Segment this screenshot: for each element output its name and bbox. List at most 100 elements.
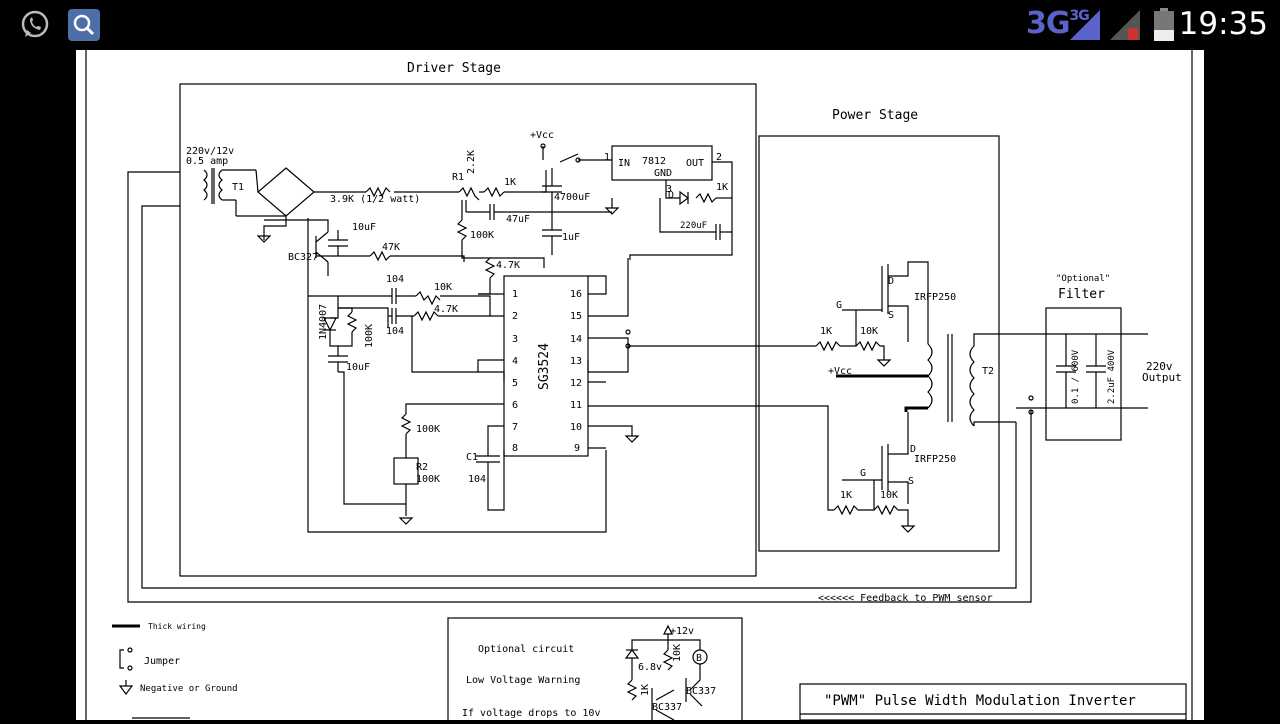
r-1k-a-label: 1K — [820, 326, 832, 337]
opt-buzzer-label: B — [696, 653, 702, 664]
legend-jumper-label: Jumper — [144, 656, 180, 667]
wire-ic9-loop — [307, 218, 607, 533]
resistor-10k-in — [415, 290, 441, 306]
t1-rating-2: 0.5 amp — [186, 156, 228, 167]
ic-pin-6: 6 — [512, 400, 518, 411]
legend-ground-icon — [118, 685, 134, 695]
ground-symbol — [604, 207, 620, 215]
opt-supply-label: +12v — [670, 626, 694, 637]
r-47k-label: 47K — [382, 242, 400, 253]
opt-line3: If voltage drops to 10v — [462, 708, 600, 719]
power-vcc-label: +Vcc — [828, 366, 852, 377]
ground-symbol — [900, 525, 916, 533]
legend-ground-label: Negative or Ground — [140, 684, 238, 694]
network-type: 3G3G — [1026, 6, 1090, 41]
resistor-r1 — [458, 186, 480, 201]
bridge-rectifier — [222, 167, 366, 240]
filter-optional-label: "Optional" — [1056, 274, 1110, 284]
opt-title: Optional circuit — [478, 644, 574, 655]
status-bar: 3G3G 19:35 — [0, 0, 1280, 50]
ic-pin-3: 3 — [512, 334, 518, 345]
t1-label: T1 — [232, 182, 244, 193]
opt-line2: Low Voltage Warning — [466, 675, 580, 686]
power-stage-label: Power Stage — [832, 108, 918, 123]
legend-jumper-icon — [119, 649, 124, 669]
resistor-100k-top — [456, 219, 468, 241]
diode-1n4007-label: 1N4007 — [318, 304, 329, 340]
r-100k-left-label: 100K — [364, 324, 375, 348]
filter-frame — [1045, 307, 1122, 441]
ground-symbol — [624, 435, 640, 443]
resistor-3k9-label: 3.9K (1/2 watt) — [330, 194, 420, 205]
ic-pin-12: 12 — [570, 378, 582, 389]
reg-part-label: 7812 — [642, 156, 666, 167]
signal-roaming-icon — [1110, 10, 1140, 40]
c1-value: 104 — [468, 474, 486, 485]
reg-pin2: 2 — [716, 152, 722, 163]
c1-label: C1 — [466, 452, 478, 463]
cap-4700u-label: 4700uF — [554, 192, 590, 203]
r1-value: 2.2K — [466, 150, 477, 174]
resistor-47k — [369, 250, 391, 262]
reg-pin1: 1 — [604, 152, 610, 163]
ic-pin-8: 8 — [512, 443, 518, 454]
reg-gnd-label: GND — [654, 168, 672, 179]
title-block-text: "PWM" Pulse Width Modulation Inverter — [824, 693, 1136, 709]
mosfet-bottom-g: G — [860, 468, 866, 479]
mosfet-top-d: D — [888, 276, 894, 287]
mosfet-bottom-d: D — [910, 444, 916, 455]
filter-cap-2-label: 2.2uF 400V — [1107, 349, 1117, 404]
transformer-t1 — [203, 168, 223, 204]
vcc-label: +Vcc — [530, 130, 554, 141]
mosfet-top-s: S — [888, 310, 894, 321]
opt-resistor-10k — [662, 649, 674, 671]
opt-bc337-a: BC337 — [686, 686, 716, 697]
mosfet-top-label: IRFP250 — [914, 292, 956, 303]
led-d-label: D — [668, 190, 674, 201]
mosfet-bottom-s: S — [908, 476, 914, 487]
signal-icon — [1070, 10, 1100, 40]
cap-104-a-label: 104 — [386, 274, 404, 285]
t1-rating-1: 220v/12v — [186, 146, 234, 157]
r1-label: R1 — [452, 172, 464, 183]
whatsapp-icon[interactable] — [18, 8, 52, 42]
led-icon — [679, 190, 689, 206]
schematic-sheet: Driver Stage Power Stage "Optional" Filt… — [76, 50, 1204, 724]
resistor-4k7-top — [484, 257, 496, 279]
r-100k-top-label: 100K — [470, 230, 494, 241]
led-r-label: 1K — [716, 182, 728, 193]
search-icon[interactable] — [67, 8, 101, 42]
mosfet-bottom — [842, 412, 909, 504]
opt-resistor-1k — [626, 679, 638, 701]
filter-cap-1-label: 0.1 / 600V — [1071, 349, 1081, 404]
feedback-label: <<<<<< Feedback to PWM sensor — [818, 593, 993, 604]
mosfet-bottom-label: IRFP250 — [914, 454, 956, 465]
r-4k7-in-label: 4.7K — [434, 304, 458, 315]
bc327-label: BC327 — [288, 252, 318, 263]
feedback-wire-1 — [127, 171, 1032, 603]
r-100k-timing-label: 100K — [416, 424, 440, 435]
driver-stage-frame — [179, 83, 757, 577]
ground-symbol — [398, 517, 414, 525]
resistor-10k-b — [873, 504, 899, 516]
resistor-100k-left — [346, 311, 358, 333]
driver-stage-label: Driver Stage — [407, 61, 501, 76]
ic-label: SG3524 — [537, 343, 552, 390]
ic-pin-15: 15 — [570, 311, 582, 322]
opt-zener-icon — [624, 649, 640, 659]
r-10k-in-label: 10K — [434, 282, 452, 293]
ic-pin-2: 2 — [512, 311, 518, 322]
ic-pin-5: 5 — [512, 378, 518, 389]
cap-1u-label: 1uF — [562, 232, 580, 243]
r-4k7-top-label: 4.7K — [496, 260, 520, 271]
ic-pin-16: 16 — [570, 289, 582, 300]
resistor-1k-a — [815, 340, 841, 352]
ic-pin-11: 11 — [570, 400, 582, 411]
reg-pin3: 3 — [666, 184, 672, 195]
cap-220u-label: 220uF — [680, 221, 707, 231]
ground-symbol — [256, 235, 272, 243]
ic-pin-4: 4 — [512, 356, 518, 367]
r-1k-top-label: 1K — [504, 177, 516, 188]
optional-circuit-box — [447, 617, 743, 724]
diode-1n4007 — [323, 317, 337, 332]
